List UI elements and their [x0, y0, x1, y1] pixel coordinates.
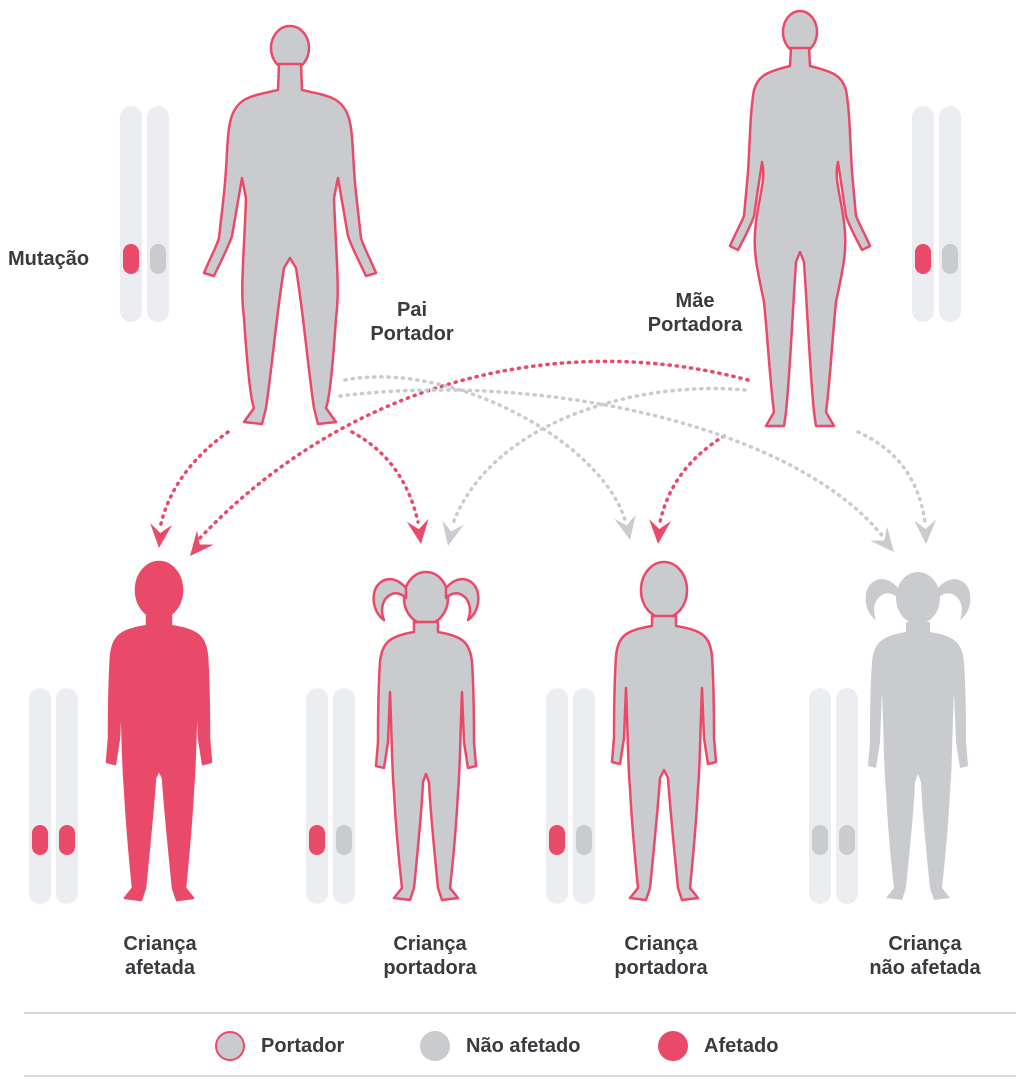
- father-chromosomes: [120, 106, 169, 322]
- arrow-father-to-child-3-head: [614, 514, 636, 540]
- legend-carrier: Portador: [215, 1028, 344, 1064]
- child-2-chromosomes-band-left: [309, 825, 325, 855]
- mother-chromosomes: [912, 106, 961, 322]
- arrow-mother-to-child-4: [856, 430, 937, 544]
- arrow-father-to-child-1-head: [150, 523, 173, 548]
- child-4-chromosomes-band-left: [812, 825, 828, 855]
- arrow-father-to-child-3: [343, 375, 636, 540]
- child-4-chromosomes-chromosome-right: [836, 688, 858, 904]
- child-4-label-line2: não afetada: [869, 957, 981, 979]
- arrow-father-to-child-1-line: [158, 430, 230, 530]
- father-chromosomes-chromosome-right: [147, 106, 169, 322]
- child-3-chromosomes-chromosome-left: [546, 688, 568, 904]
- child-4-label: Criança não afetada: [845, 932, 1005, 980]
- arrow-mother-to-child-4-line: [856, 430, 927, 524]
- mother-chromosomes-band-left: [915, 244, 931, 274]
- arrow-father-to-child-2-line: [350, 430, 420, 524]
- child-2-label-line2: portadora: [383, 957, 477, 979]
- arrow-father-to-child-4-line: [338, 388, 886, 540]
- child-2-chromosomes: [306, 688, 355, 904]
- mother-chromosomes-band-right: [942, 244, 958, 274]
- legend-affected-label: Afetado: [704, 1034, 779, 1057]
- child-1-figure: [105, 560, 213, 902]
- child-4-chromosomes-band-right: [839, 825, 855, 855]
- arrow-mother-to-child-1-head: [190, 530, 214, 556]
- child-4-chromosomes-chromosome-left: [809, 688, 831, 904]
- arrow-father-to-child-3-line: [343, 375, 627, 522]
- child-4-figure: [865, 572, 971, 900]
- child-2-chromosomes-band-right: [336, 825, 352, 855]
- father-label-line1: Pai: [396, 299, 428, 321]
- father-chromosomes-band-right: [150, 244, 166, 274]
- arrow-father-to-child-1: [150, 430, 230, 548]
- mother-label-line1: Mãe: [675, 290, 715, 312]
- inheritance-arrows: [150, 359, 937, 556]
- mother-chromosomes-chromosome-left: [912, 106, 934, 322]
- child-1-label-line1: Criança: [123, 933, 197, 955]
- child-1-label-line2: afetada: [124, 957, 196, 979]
- mother-label: Mãe Portadora: [625, 289, 765, 337]
- arrow-mother-to-child-2-head: [442, 520, 464, 546]
- child-2-figure: [372, 570, 480, 902]
- legend-affected-swatch: [658, 1031, 688, 1061]
- child-3-label-line2: portadora: [614, 957, 708, 979]
- arrow-father-to-child-2-head: [406, 518, 429, 544]
- legend-unaffected-swatch: [420, 1031, 450, 1061]
- child-3-chromosomes-band-left: [549, 825, 565, 855]
- mutation-label: Mutação: [8, 248, 90, 270]
- arrow-father-to-child-2: [350, 430, 429, 544]
- arrow-mother-to-child-2-line: [450, 386, 747, 528]
- father-label: Pai Portador: [342, 298, 482, 346]
- legend-carrier-label: Portador: [261, 1034, 345, 1057]
- child-2-label: Criança portadora: [360, 932, 500, 980]
- arrow-mother-to-child-1-line: [198, 359, 750, 540]
- legend-affected: Afetado: [658, 1028, 778, 1064]
- child-3-figure: [610, 560, 718, 902]
- chromosome-group: [29, 106, 961, 904]
- child-1-chromosomes: [29, 688, 78, 904]
- arrow-mother-to-child-1: [190, 359, 750, 556]
- child-3-label-line1: Criança: [624, 933, 698, 955]
- arrow-mother-to-child-3: [649, 434, 726, 544]
- child-2-chromosomes-chromosome-left: [306, 688, 328, 904]
- child-4-chromosomes: [809, 688, 858, 904]
- child-1-chromosomes-band-right: [59, 825, 75, 855]
- arrow-father-to-child-4: [338, 388, 894, 552]
- child-1-chromosomes-band-left: [32, 825, 48, 855]
- arrow-mother-to-child-3-line: [658, 434, 726, 524]
- child-2-chromosomes-chromosome-right: [333, 688, 355, 904]
- mother-chromosomes-chromosome-right: [939, 106, 961, 322]
- legend-unaffected-label: Não afetado: [466, 1034, 581, 1057]
- father-label-line2: Portador: [370, 323, 454, 345]
- mother-label-line2: Portadora: [647, 314, 743, 336]
- arrow-mother-to-child-4-head: [914, 519, 937, 544]
- arrow-father-to-child-4-head: [870, 526, 894, 552]
- child-3-chromosomes: [546, 688, 595, 904]
- father-chromosomes-chromosome-left: [120, 106, 142, 322]
- mother-figure: [728, 9, 872, 428]
- father-chromosomes-band-left: [123, 244, 139, 274]
- arrow-mother-to-child-2: [442, 386, 747, 546]
- legend-carrier-swatch: [215, 1031, 245, 1061]
- child-2-label-line1: Criança: [393, 933, 467, 955]
- child-1-chromosomes-chromosome-right: [56, 688, 78, 904]
- legend-unaffected: Não afetado: [420, 1028, 580, 1064]
- child-3-chromosomes-chromosome-right: [573, 688, 595, 904]
- child-1-label: Criança afetada: [90, 932, 230, 980]
- father-figure: [202, 24, 378, 426]
- arrow-mother-to-child-3-head: [649, 519, 672, 544]
- child-1-chromosomes-chromosome-left: [29, 688, 51, 904]
- child-3-chromosomes-band-right: [576, 825, 592, 855]
- child-3-label: Criança portadora: [591, 932, 731, 980]
- child-4-label-line1: Criança: [888, 933, 962, 955]
